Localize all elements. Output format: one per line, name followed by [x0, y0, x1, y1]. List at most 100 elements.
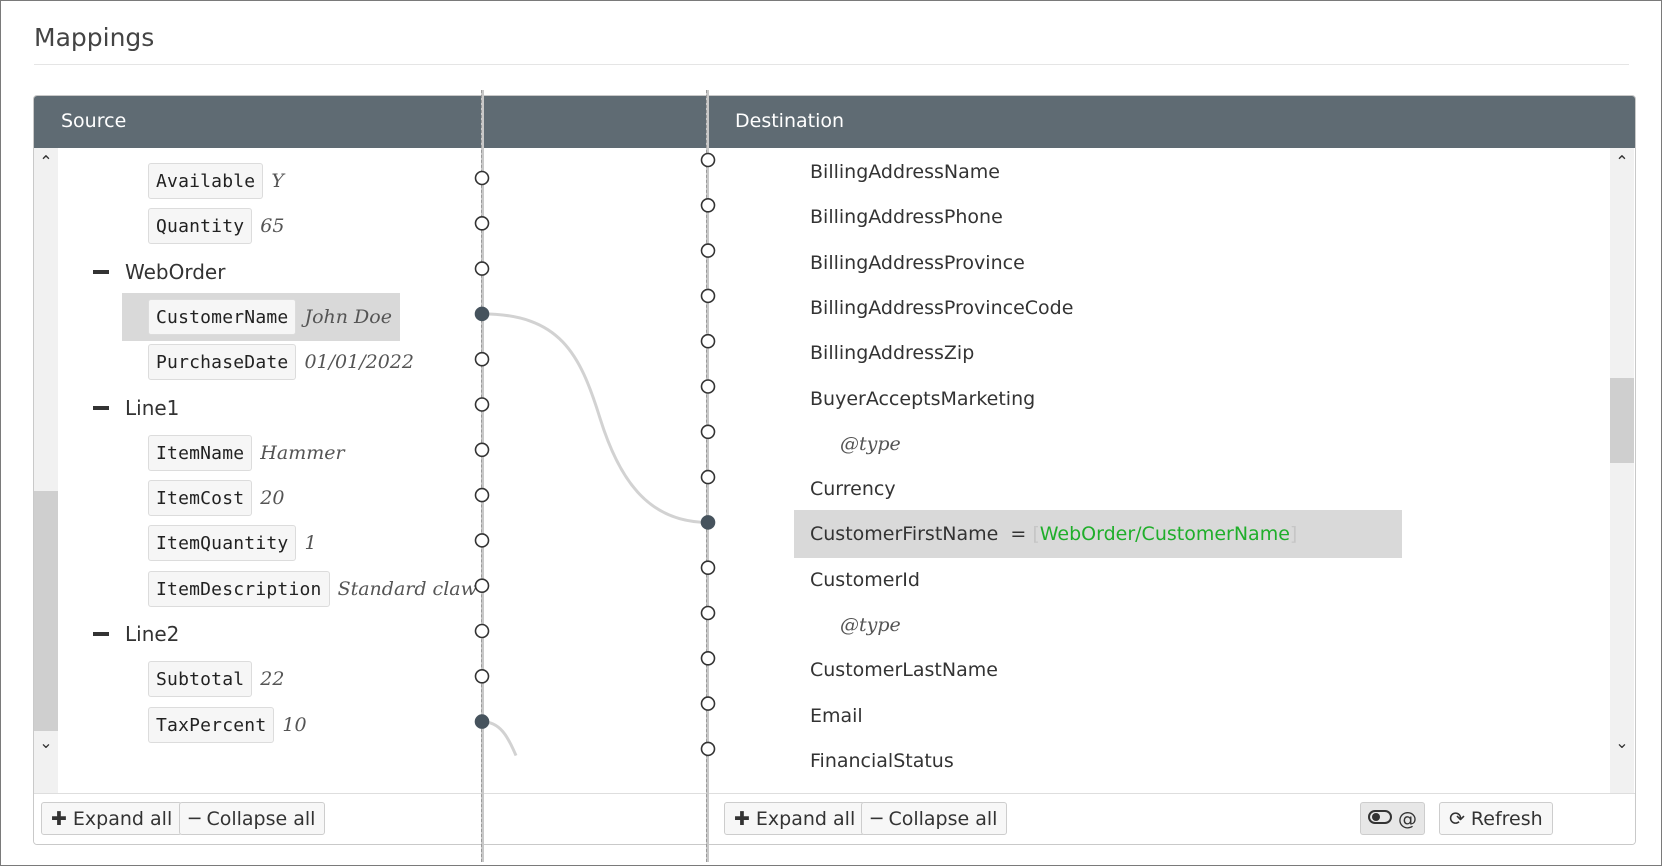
destination-connector-dot[interactable]: [700, 379, 716, 394]
field-sample-value: Hammer: [260, 441, 345, 464]
scroll-down-icon[interactable]: ⌄: [39, 733, 53, 752]
field-label: BillingAddressZip: [810, 342, 975, 365]
field-name-chip: ItemCost: [148, 480, 253, 517]
mapping-expression[interactable]: WebOrder/CustomerName: [1039, 523, 1290, 546]
destination-connector-dot[interactable]: [700, 198, 716, 213]
destination-field-row[interactable]: CustomerFirstName= [WebOrder/CustomerNam…: [794, 510, 1402, 559]
destination-connector-dot[interactable]: [700, 650, 716, 666]
refresh-icon: ⟳: [1449, 807, 1465, 830]
destination-field-row[interactable]: CustomerLastName: [810, 646, 998, 694]
field-sample-value: Y: [271, 170, 284, 192]
source-header: Source: [61, 110, 127, 132]
scroll-down-icon[interactable]: ⌄: [1615, 733, 1629, 752]
destination-field-row[interactable]: BillingAddressZip: [810, 329, 974, 377]
source-scroll-thumb[interactable]: [34, 491, 58, 731]
field-label: CustomerLastName: [810, 659, 998, 682]
field-name-chip: ItemName: [148, 434, 253, 471]
destination-field-row[interactable]: BillingAddressPhone: [810, 193, 1003, 241]
destination-collapse-all-button[interactable]: ─ Collapse all: [861, 802, 1008, 835]
destination-connector-dot[interactable]: [700, 696, 716, 711]
field-sample-value: 65: [260, 215, 285, 238]
field-label: FinancialStatus: [810, 749, 954, 772]
destination-connector-dot[interactable]: [700, 243, 716, 258]
refresh-button[interactable]: ⟳ Refresh: [1439, 802, 1553, 835]
destination-connector-dot[interactable]: [700, 288, 716, 304]
group-label: WebOrder: [125, 259, 226, 284]
destination-attribute-row[interactable]: @type: [840, 420, 901, 468]
collapse-icon[interactable]: [93, 269, 109, 274]
collapse-icon[interactable]: [93, 632, 109, 636]
group-label: Line2: [125, 622, 180, 646]
destination-connector-dot[interactable]: [700, 515, 716, 530]
destination-scroll-thumb[interactable]: [1610, 378, 1634, 463]
destination-attribute-row[interactable]: @type: [840, 601, 901, 649]
page-title: Mappings: [34, 23, 155, 52]
source-connector-dot[interactable]: [474, 487, 490, 503]
source-connector-dot[interactable]: [474, 668, 490, 684]
field-sample-value: Standard claw: [337, 577, 477, 600]
source-connector-dot[interactable]: [474, 306, 490, 322]
scroll-up-icon[interactable]: ⌃: [1615, 152, 1629, 171]
destination-group-row[interactable]: CustomerId: [794, 556, 920, 604]
destination-group-row[interactable]: BuyerAcceptsMarketing: [794, 375, 1035, 423]
destination-connector-dot[interactable]: [700, 333, 716, 349]
destination-connector-dot[interactable]: [700, 741, 716, 757]
source-connector-dot[interactable]: [474, 533, 490, 548]
source-field-row[interactable]: CustomerName John Doe: [122, 292, 400, 341]
group-label: Line1: [125, 395, 180, 420]
destination-connector-dot[interactable]: [700, 605, 716, 621]
destination-connector-dot[interactable]: [700, 469, 716, 485]
source-expand-all-button[interactable]: ✚ Expand all: [41, 802, 183, 835]
field-name-chip: CustomerName: [148, 298, 297, 335]
field-sample-value: John Doe: [304, 305, 392, 328]
source-connector-dot[interactable]: [474, 351, 490, 367]
source-connector-dot[interactable]: [474, 216, 490, 231]
title-divider: [34, 64, 1629, 65]
minus-icon: ─: [871, 807, 883, 830]
field-label: BillingAddressPhone: [810, 206, 1003, 229]
field-label: BillingAddressProvinceCode: [810, 296, 1074, 319]
source-connector-dot[interactable]: [474, 623, 490, 639]
attribute-toggle-button[interactable]: @: [1360, 802, 1425, 835]
source-connector-dot[interactable]: [474, 170, 490, 186]
destination-field-row[interactable]: FinancialStatus: [810, 737, 954, 785]
destination-field-row[interactable]: Email: [810, 692, 863, 740]
button-label: Collapse all: [888, 807, 998, 830]
destination-field-row[interactable]: BillingAddressProvinceCode: [810, 284, 1073, 332]
source-connector-dot[interactable]: [474, 578, 490, 594]
destination-connector-dot[interactable]: [700, 424, 716, 440]
collapse-icon[interactable]: [93, 405, 109, 410]
source-group-row[interactable]: Line1: [93, 384, 179, 432]
source-scrollbar[interactable]: ⌃ ⌄: [34, 148, 58, 793]
destination-field-row[interactable]: BillingAddressName: [810, 148, 1000, 196]
source-connector-dot[interactable]: [474, 714, 490, 729]
panel-header: Source Destination: [34, 96, 1635, 148]
source-field-row[interactable]: ItemName Hammer: [148, 429, 345, 477]
field-label: BillingAddressName: [810, 161, 1000, 183]
destination-field-row[interactable]: BillingAddressProvince: [810, 239, 1025, 287]
field-sample-value: 10: [282, 713, 307, 736]
destination-connector-dot[interactable]: [700, 152, 716, 168]
destination-connector-dot[interactable]: [700, 560, 716, 576]
source-collapse-all-button[interactable]: ─ Collapse all: [179, 802, 326, 835]
destination-scrollbar[interactable]: ⌃ ⌄: [1610, 148, 1634, 793]
source-connector-dot[interactable]: [474, 442, 490, 458]
source-connector-dot[interactable]: [474, 397, 490, 412]
destination-field-row[interactable]: Currency: [810, 465, 896, 513]
mapping-link-line[interactable]: [481, 312, 709, 524]
source-connector-dot[interactable]: [474, 261, 490, 276]
source-group-row[interactable]: Line2: [93, 610, 179, 658]
scroll-up-icon[interactable]: ⌃: [39, 152, 53, 171]
source-group-row[interactable]: WebOrder: [93, 248, 225, 296]
